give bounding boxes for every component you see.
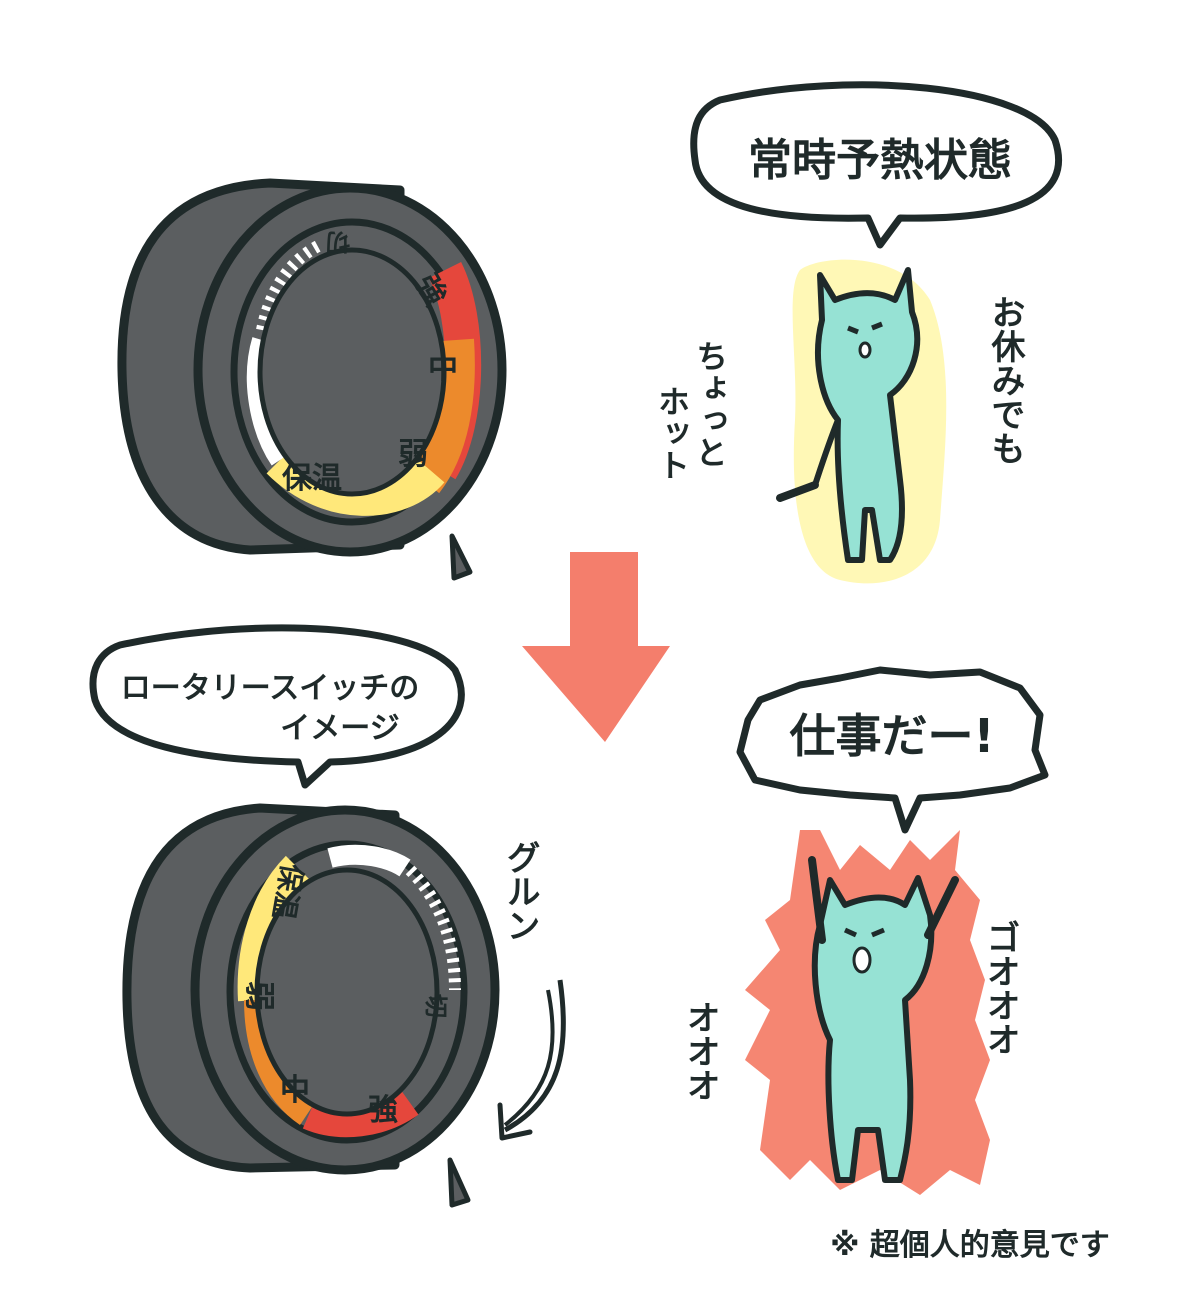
knob-bottom-off-label: 切 xyxy=(422,994,450,1018)
pointer-triangle-icon xyxy=(447,1157,471,1208)
rotary-knob-bottom: 保温 弱 中 強 切 xyxy=(122,803,500,1208)
sfx-left: オオオ xyxy=(680,1000,720,1102)
down-arrow-icon xyxy=(522,552,670,742)
sfx-right: ゴオオオ xyxy=(980,919,1020,1056)
knob-top-keepwarm-label: 保温 xyxy=(282,461,342,496)
bubble-preheat-text: 常時予熱状態 xyxy=(748,135,1012,186)
spin-indicator: グルン xyxy=(497,840,566,1141)
footnote: ※ 超個人的意見です xyxy=(830,1228,1110,1263)
knob-top-mid-label: 中 xyxy=(428,351,458,386)
cat-resting-left-line1-vertical: ちょっと xyxy=(691,340,729,468)
spin-label: グルン xyxy=(500,840,540,942)
speech-bubble-work: 仕事だー! xyxy=(736,666,1049,834)
cat-working: ゴオオオ オオオ xyxy=(680,830,1020,1195)
knob-bottom-weak-label: 弱 xyxy=(241,981,276,1011)
bubble-work-text: 仕事だー! xyxy=(790,709,995,763)
bubble-rotary-line1: ロータリースイッチの xyxy=(121,671,420,706)
knob-bottom-mid-label: 中 xyxy=(280,1073,310,1108)
knob-top-off-label: 切 xyxy=(326,228,350,256)
pointer-triangle-icon xyxy=(449,533,473,581)
knob-top-weak-label: 弱 xyxy=(398,437,428,472)
speech-bubble-preheat: 常時予熱状態 xyxy=(690,81,1063,249)
cat-resting: ちょっと ホット お休みでも xyxy=(653,259,1026,584)
rotary-knob-top: 切 強 中 弱 保温 xyxy=(117,178,507,581)
knob-bottom-strong-label: 強 xyxy=(368,1093,398,1128)
curved-arrow-icon xyxy=(497,1102,533,1141)
cat-resting-left-line2-vertical: ホット xyxy=(653,385,691,481)
bubble-rotary-line2: イメージ xyxy=(280,711,399,746)
cat-resting-right-text: お休みでも xyxy=(985,295,1026,465)
speech-bubble-rotary: ロータリースイッチの イメージ xyxy=(89,624,465,789)
